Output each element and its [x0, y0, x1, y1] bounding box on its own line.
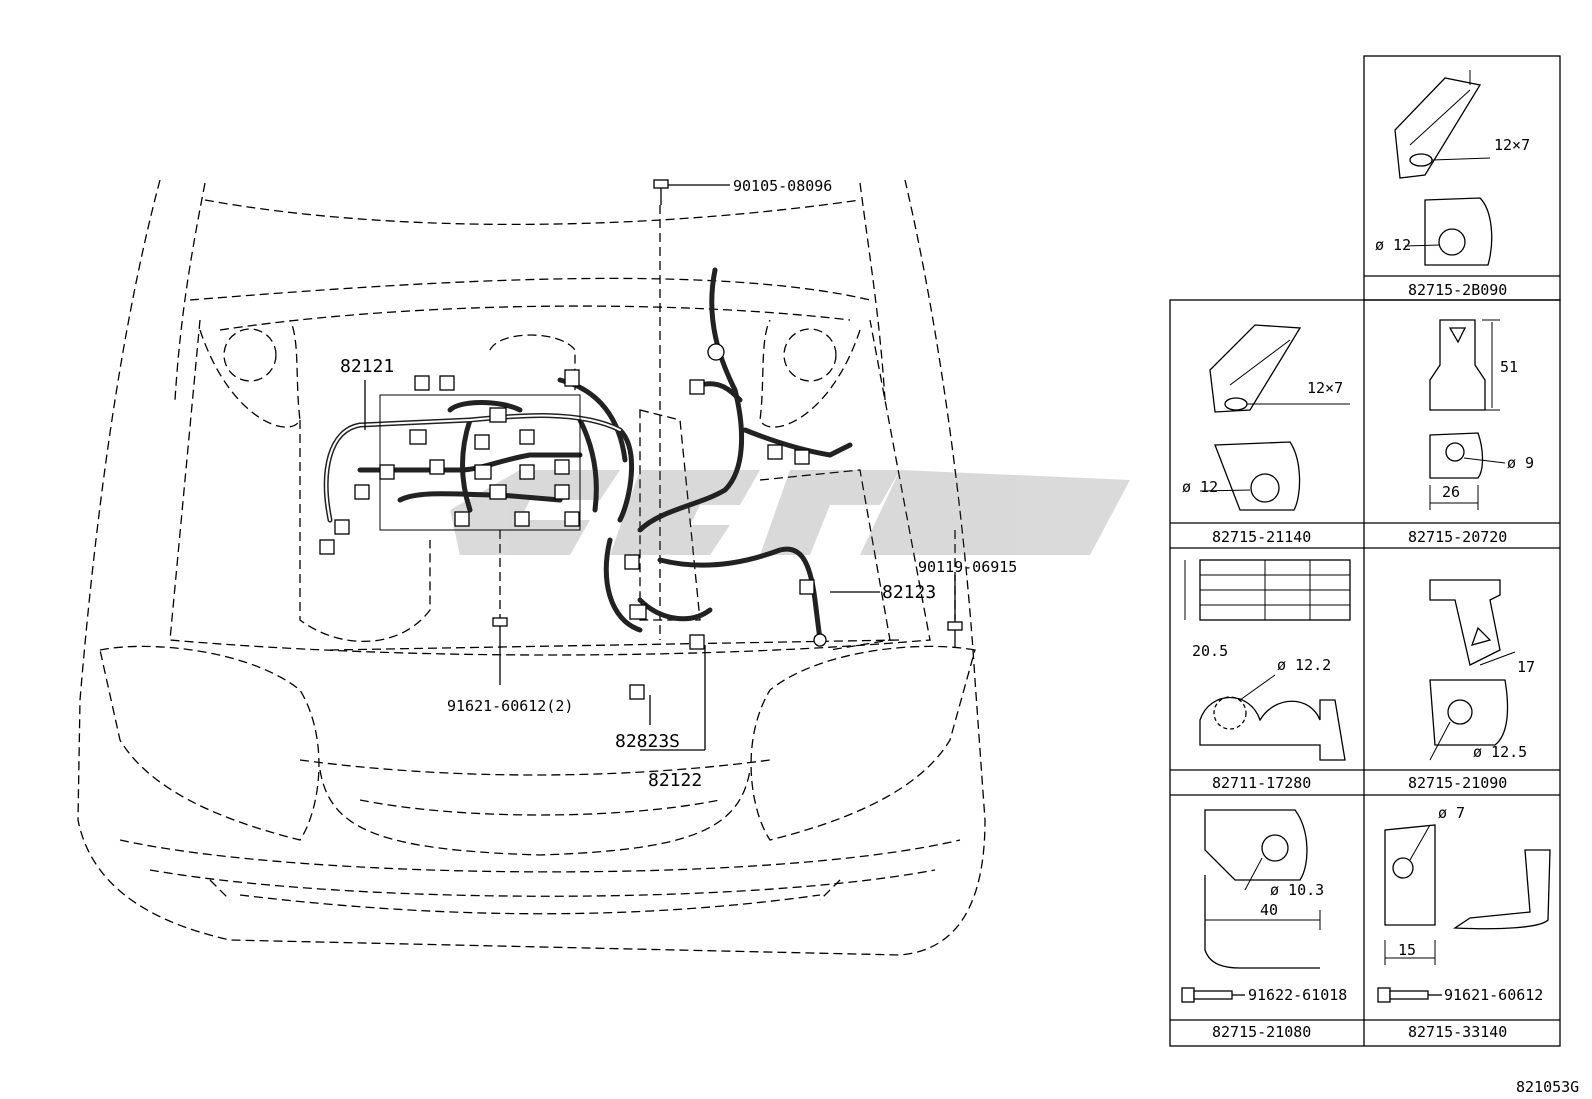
watermark-logo	[450, 470, 1130, 555]
dim-33140-width: 15	[1398, 941, 1416, 959]
right-wire-harness	[603, 267, 853, 700]
bolt-icon-21080	[1181, 987, 1245, 1003]
dim-17280-hole: ø 12.2	[1277, 656, 1331, 674]
part-82715-21090: 82715-21090	[1408, 774, 1507, 792]
detail-82715-21090	[1429, 579, 1516, 761]
bolt-91621-60612: 91621-60612	[1444, 986, 1543, 1004]
detail-82711-17280	[1184, 559, 1351, 761]
label-harness-82123: 82123	[882, 582, 936, 603]
label-bolt-top: 90105-08096	[733, 177, 832, 195]
bolt-91622-61018: 91622-61018	[1248, 986, 1347, 1004]
part-82715-20720: 82715-20720	[1408, 528, 1507, 546]
bolt-icon-right	[947, 621, 963, 648]
dim-2b090-slot: 12×7	[1494, 136, 1530, 154]
part-82715-21140: 82715-21140	[1212, 528, 1311, 546]
engine-wire-harness	[319, 369, 634, 555]
dim-21140-slot: 12×7	[1307, 379, 1343, 397]
part-82715-33140: 82715-33140	[1408, 1023, 1507, 1041]
dim-20720-height: 51	[1500, 358, 1518, 376]
bolt-icon-33140	[1377, 987, 1442, 1003]
label-harness-82122: 82122	[648, 770, 702, 791]
detail-panel-grid	[1169, 55, 1561, 1047]
label-bolt-right: 90119-06915	[918, 558, 1017, 576]
label-bolt-bottom: 91621-60612(2)	[447, 697, 573, 715]
bolt-icon-bottom	[492, 617, 508, 640]
dim-33140-hole: ø 7	[1438, 804, 1465, 822]
bolt-icon-top	[653, 179, 669, 205]
car-body-outline	[77, 179, 986, 956]
dim-21080-hole: ø 10.3	[1270, 881, 1324, 899]
detail-82715-33140	[1377, 824, 1551, 1003]
diagram-code: 821053G	[1516, 1078, 1579, 1096]
dim-20720-hole: ø 9	[1507, 454, 1534, 472]
dim-21090-width: 17	[1517, 658, 1535, 676]
part-82715-21080: 82715-21080	[1212, 1023, 1311, 1041]
detail-82715-2B090	[1394, 70, 1493, 266]
dim-17280-height: 20.5	[1192, 642, 1228, 660]
dim-2b090-hole: ø 12	[1375, 236, 1411, 254]
label-harness-82121: 82121	[340, 356, 394, 377]
dim-21090-hole: ø 12.5	[1473, 743, 1527, 761]
part-82711-17280: 82711-17280	[1212, 774, 1311, 792]
label-clamp-82823s: 82823S	[615, 731, 680, 752]
detail-82715-21080	[1181, 809, 1321, 1003]
part-82715-2B090: 82715-2B090	[1408, 281, 1507, 299]
dim-20720-width: 26	[1442, 483, 1460, 501]
dim-21080-length: 40	[1260, 901, 1278, 919]
detail-82715-20720	[1429, 319, 1506, 510]
leader-lines	[364, 184, 956, 751]
detail-82715-21140	[1199, 324, 1350, 511]
dim-21140-hole: ø 12	[1182, 478, 1218, 496]
